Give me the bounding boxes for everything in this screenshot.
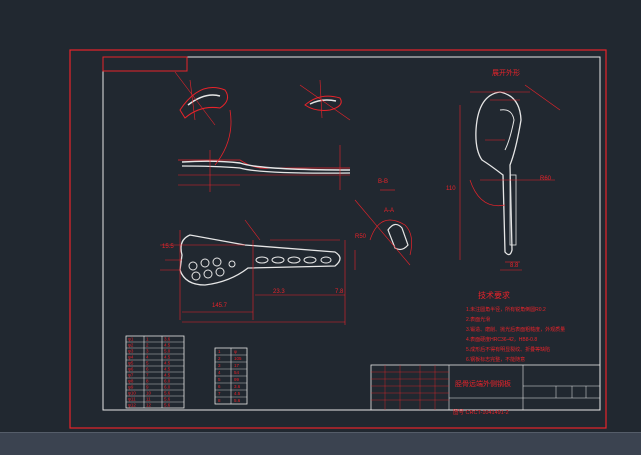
dimension-labels: 145.7 110 7.8 8.8 15.5 R50 R60 23.3 [162, 176, 552, 309]
left-table-cell: 12 [146, 403, 152, 408]
section-labels: 展开外形 B-B A-A [378, 68, 520, 214]
tech-title: 技术要求 [478, 290, 510, 300]
left-table-cell: φ11 [128, 397, 136, 402]
unfolded-title: 展开外形 [492, 68, 520, 77]
title-block: 胫骨远端外侧钢板 图号 CRCT-1041491-2 [370, 364, 601, 416]
top-view [160, 219, 356, 325]
section-views [354, 189, 412, 266]
part-code: 图号 CRCT-1041491-2 [453, 408, 509, 416]
right-table-cell: 2 [218, 356, 221, 361]
tech-note: 5.成形后不得有明显裂纹、折叠等缺陷 [466, 346, 550, 353]
dim-8: 23.3 [273, 289, 285, 295]
right-table-cell: 5 [218, 377, 221, 382]
right-table: 1 φ 2 105 3 17 4 54 5 99 6 3.6 7 4.5 8 5.6 [214, 347, 248, 405]
left-table-cell: 5.0 [164, 349, 171, 354]
dim-6: R50 [355, 234, 367, 240]
left-table-cell: 1 [146, 337, 149, 342]
left-table-cell: 4 [146, 355, 149, 360]
left-table-cell: φ8 [128, 379, 134, 384]
section-label-1: B-B [378, 179, 388, 185]
left-table-cell: φ6 [128, 367, 134, 372]
right-table-cell: 105 [234, 356, 242, 361]
left-table-cell: 5.6 [164, 397, 171, 402]
left-table-cell: φ4 [128, 355, 134, 360]
section-label-2: A-A [384, 208, 394, 214]
left-table-cell: φ9 [128, 385, 134, 390]
unfolded-outline [459, 84, 561, 271]
dim-3: 7.8 [335, 289, 344, 295]
left-table-cell: 8 [146, 379, 149, 384]
left-table-cell: 4.5 [164, 355, 171, 360]
left-table-cell: 3 [146, 349, 149, 354]
left-table-cell: 5.6 [164, 391, 171, 396]
status-bar [0, 432, 641, 455]
tech-note: 1.未注圆角半径，所有锐角倒圆R0.2 [466, 306, 546, 313]
left-table-cell: 9 [146, 385, 149, 390]
left-table-cell: φ7 [128, 373, 134, 378]
left-table-cell: 6 [146, 367, 149, 372]
tech-requirements: 技术要求 1.未注圆角半径，所有锐角倒圆R0.2 2.表面光滑 3.锻造、磨削、抛光… [466, 290, 565, 363]
right-table-cell: 6 [218, 384, 221, 389]
left-table-cell: φ10 [128, 391, 136, 396]
left-table-cell: φ1 [128, 337, 134, 342]
right-table-cell: φ [234, 349, 237, 354]
right-table-cell: 5.6 [234, 398, 241, 403]
tech-note: 3.锻造、磨削、抛光后表面粗糙度，外观质量 [466, 326, 565, 333]
left-table-cell: φ2 [128, 343, 134, 348]
dim-5: 15.5 [162, 244, 174, 250]
left-table-cell: 5 [146, 361, 149, 366]
left-table-cell: φ5 [128, 361, 134, 366]
left-table-cell: 10 [146, 391, 152, 396]
right-table-cell: 4 [218, 370, 221, 375]
right-table-cell: 4.5 [234, 391, 241, 396]
dim-7: R60 [540, 176, 552, 182]
left-table-cell: 3.6 [164, 337, 171, 342]
tech-note: 2.表面光滑 [466, 316, 490, 323]
right-table-cell: 3.6 [234, 384, 241, 389]
left-table-cell: 11 [146, 397, 151, 402]
left-table-cell: 2 [146, 343, 149, 348]
tech-note: 6.钢板标志完整，不能随意 [466, 356, 525, 363]
left-table-cell: 4.5 [164, 367, 171, 372]
tech-note: 4.表面硬度HRC36-42，HB8-0.8 [466, 336, 537, 343]
outer-frame [69, 49, 607, 429]
left-table-cell: 5.6 [164, 403, 171, 408]
left-table-cell: 4.5 [164, 343, 171, 348]
right-table-cell: 1 [218, 349, 221, 354]
right-table-cell: 99 [234, 377, 240, 382]
left-table-cell: 4.5 [164, 361, 171, 366]
dim-1: 145.7 [212, 303, 228, 309]
left-table-cell: 7 [146, 373, 149, 378]
right-table-cell: 7 [218, 391, 221, 396]
drawing-svg: 145.7 110 7.8 8.8 15.5 R50 R60 23.3 展开外形… [69, 49, 607, 429]
right-table-cell: 3 [218, 363, 221, 368]
dim-2: 110 [446, 186, 456, 192]
left-table-cell: φ12 [128, 403, 136, 408]
corner-box [102, 56, 188, 72]
left-table-cell: 4.5 [164, 373, 171, 378]
left-table-cell: 6.0 [164, 385, 171, 390]
dim-4: 8.8 [510, 263, 519, 269]
left-table-cell: 6.0 [164, 379, 171, 384]
inner-frame [102, 56, 601, 411]
right-table-cell: 8 [218, 398, 221, 403]
part-name: 胫骨远端外侧钢板 [455, 379, 511, 388]
side-view [178, 109, 351, 192]
right-table-cell: 54 [234, 370, 240, 375]
right-table-cell: 17 [234, 363, 240, 368]
left-table-cell: φ3 [128, 349, 134, 354]
detail-view-top-left [174, 71, 229, 126]
detail-view-top-center [299, 79, 351, 121]
